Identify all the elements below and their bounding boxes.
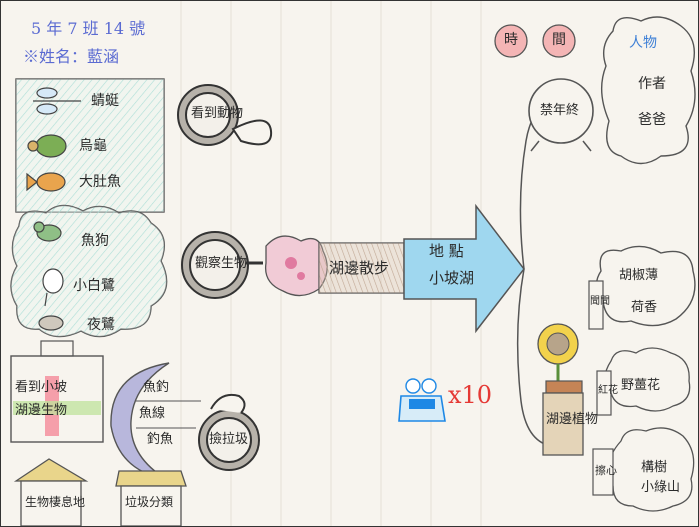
wild-flower-label: 野薑花 (621, 378, 661, 393)
house-label-recycle: 垃圾分類 (125, 495, 174, 509)
wildflower-cloud (596, 347, 691, 416)
bird-drawings (33, 221, 64, 331)
author-cloud (601, 16, 696, 165)
turtle-drawing (27, 134, 67, 158)
house-recycle (115, 470, 187, 526)
bear-stamp (398, 378, 446, 422)
moon-item-1: 魚釣 (143, 380, 170, 395)
moon-item-3: 釣魚 (147, 432, 174, 447)
magnifier-label-observe: 觀察生物 (195, 256, 248, 271)
clock-label: 禁年終 (540, 103, 580, 118)
arrow-label-place: 地 點 (429, 242, 464, 260)
dragonfly-drawing (33, 87, 81, 115)
magnifier-observe (181, 231, 263, 299)
magnifier-trash (198, 393, 260, 471)
animal-label-dragonfly: 蜻蜓 (91, 93, 119, 109)
time-bubble-2: 間 (552, 32, 566, 48)
pot-label: 湖邊植物 (546, 412, 599, 427)
tree-tag: 擦心 (595, 464, 617, 477)
cross-box-line2: 湖邊生物 (15, 403, 68, 418)
moon-item-2: 魚線 (139, 406, 166, 421)
sunflower-pot (537, 323, 584, 456)
flower-tag: 紅花 (598, 385, 618, 396)
fish-drawing (26, 172, 66, 192)
animal-label-fish: 大肚魚 (79, 174, 121, 190)
tree-cloud (592, 427, 695, 512)
smell-line2: 荷香 (631, 300, 658, 315)
location-arrow (403, 203, 525, 334)
author-line2: 爸爸 (638, 112, 666, 128)
house-label-habitat: 生物棲息地 (25, 495, 86, 509)
bird-label-kingfisher: 魚狗 (81, 233, 109, 249)
bird-label-night-heron: 夜鷺 (87, 317, 115, 333)
smell-line1: 胡椒薄 (619, 268, 659, 283)
cross-box-line1: 看到小坡 (15, 380, 68, 395)
lake-walk-block (264, 235, 405, 297)
person-title: 人物 (629, 35, 657, 51)
student-name-line: ※姓名：藍涵 (23, 47, 120, 66)
house-habitat (13, 458, 89, 526)
magnifier-animals (177, 84, 273, 146)
bird-label-egret: 小白鷺 (73, 278, 115, 294)
magnifier-label-trash: 撿拉圾 (209, 432, 249, 447)
animal-label-turtle: 烏龜 (79, 138, 107, 154)
smell-cloud (588, 245, 696, 330)
tree-line1: 構樹 (641, 460, 668, 475)
alarm-clock (494, 24, 594, 152)
stamp-count: x10 (448, 381, 493, 409)
author-line1: 作者 (638, 76, 666, 92)
arrow-label-lake: 小坡湖 (429, 269, 475, 287)
walk-label: 湖邊散步 (329, 259, 390, 277)
smell-tag: 聞聞 (590, 296, 610, 307)
time-bubble-1: 時 (504, 32, 518, 48)
magnifier-label-animals: 看到動物 (191, 106, 244, 121)
cross-box (10, 340, 104, 443)
class-number-line: 5 年 7 班 14 號 (31, 19, 146, 38)
tree-line2: 小綠山 (641, 480, 681, 495)
